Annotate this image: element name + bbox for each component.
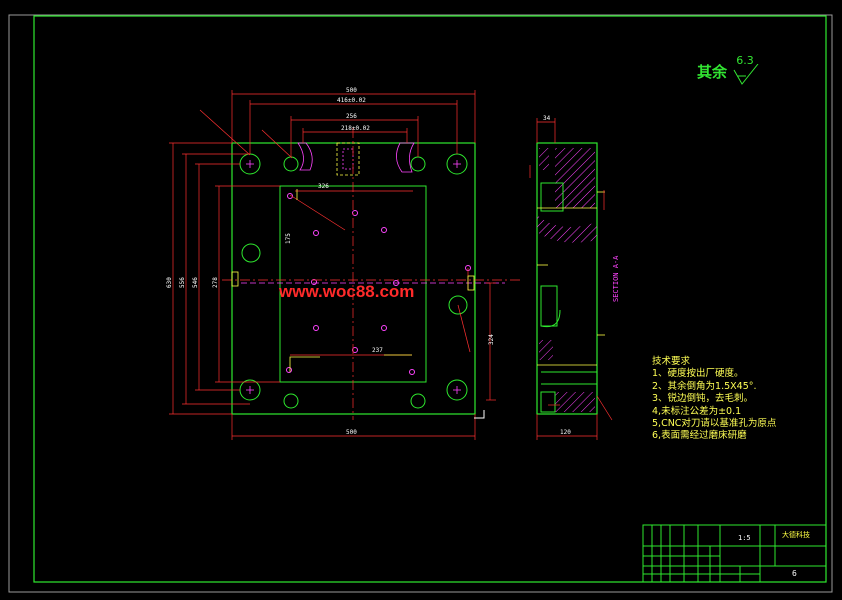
- dim-top-pocket: 218±0.02: [341, 125, 370, 132]
- dim-top-holes: 416±0.02: [337, 97, 366, 104]
- ejector-holes: [286, 193, 471, 375]
- dim-section-bottom: 120: [560, 429, 571, 436]
- watermark: www.woc88.com: [279, 282, 415, 301]
- hole-right-mid: [448, 295, 468, 315]
- hatch-wave: [537, 215, 597, 243]
- plate-outline: [231, 142, 476, 415]
- hatch-bottom: [555, 392, 595, 412]
- notch-left: [297, 142, 313, 171]
- outer-frame: [8, 14, 833, 593]
- hole-tm-right: [410, 156, 426, 172]
- title-block: [642, 524, 827, 583]
- dim-right-324: 324: [488, 334, 495, 345]
- section-label: SECTION A-A: [612, 255, 620, 302]
- surface-finish-value: 6.3: [736, 53, 754, 67]
- hole-br: [446, 379, 468, 401]
- note-item: 4,未标注公差为±0.1: [652, 405, 742, 417]
- section-view: 34 120 SECTION A-A: [529, 115, 620, 440]
- hatch-mid: [539, 340, 553, 360]
- hole-bm-right: [410, 393, 426, 409]
- note-item: 6,表面需经过磨床研磨: [652, 430, 747, 442]
- notes-title: 技术要求: [652, 356, 691, 367]
- notch-right: [396, 142, 415, 173]
- note-item: 1、硬度按出厂硬度。: [652, 368, 744, 380]
- title-scale: 1:5: [738, 534, 751, 542]
- dim-top-inner: 256: [346, 113, 357, 120]
- hatch-upper-left: [539, 148, 549, 170]
- front-view: 500 416±0.02 256 218±0.02 500 326 237 32…: [166, 87, 520, 440]
- section-outline: [536, 142, 598, 415]
- nub-left: [231, 271, 239, 287]
- hole-tm-left: [283, 156, 299, 172]
- note-item: 3、锐边倒钝，去毛刺。: [652, 393, 754, 405]
- hole-left-mid: [241, 243, 261, 263]
- dim-left-inner1: 556: [179, 277, 186, 288]
- surface-finish-symbol: 6.3: [732, 54, 760, 85]
- hole-bm-left: [283, 393, 299, 409]
- dim-left-pocket: 278: [212, 277, 219, 288]
- dim-left-overall: 630: [166, 277, 173, 288]
- datum-mark: [474, 410, 485, 419]
- note-item: 5,CNC对刀请以基准孔为原点: [652, 418, 777, 430]
- title-drawing-no: 6: [792, 569, 797, 578]
- hatch-top: [555, 148, 595, 208]
- dim-bottom-overall: 500: [346, 429, 357, 436]
- dim-top-overall: 500: [346, 87, 357, 94]
- drawing-border: [33, 15, 827, 583]
- top-slot: [336, 142, 360, 176]
- title-company: 大德科技: [782, 530, 810, 539]
- technical-notes: 技术要求 1、硬度按出厂硬度。 2、其余倒角为1.5X45°. 3、锐边倒钝，去…: [652, 356, 776, 443]
- dim-section-top: 34: [543, 115, 551, 122]
- dim-inner-175: 175: [285, 233, 292, 244]
- top-slot-inner: [342, 148, 354, 170]
- surface-finish-label: 其余: [697, 63, 728, 81]
- nub-right: [467, 275, 475, 291]
- note-item: 2、其余倒角为1.5X45°.: [652, 380, 757, 392]
- dimension-lines: [169, 90, 496, 440]
- dim-inner-237: 237: [372, 347, 383, 354]
- surface-finish: 其余 6.3: [697, 54, 760, 85]
- dim-inner-326: 326: [318, 183, 329, 190]
- surface-roughness-icon: [733, 63, 759, 85]
- dim-left-inner2: 546: [192, 277, 199, 288]
